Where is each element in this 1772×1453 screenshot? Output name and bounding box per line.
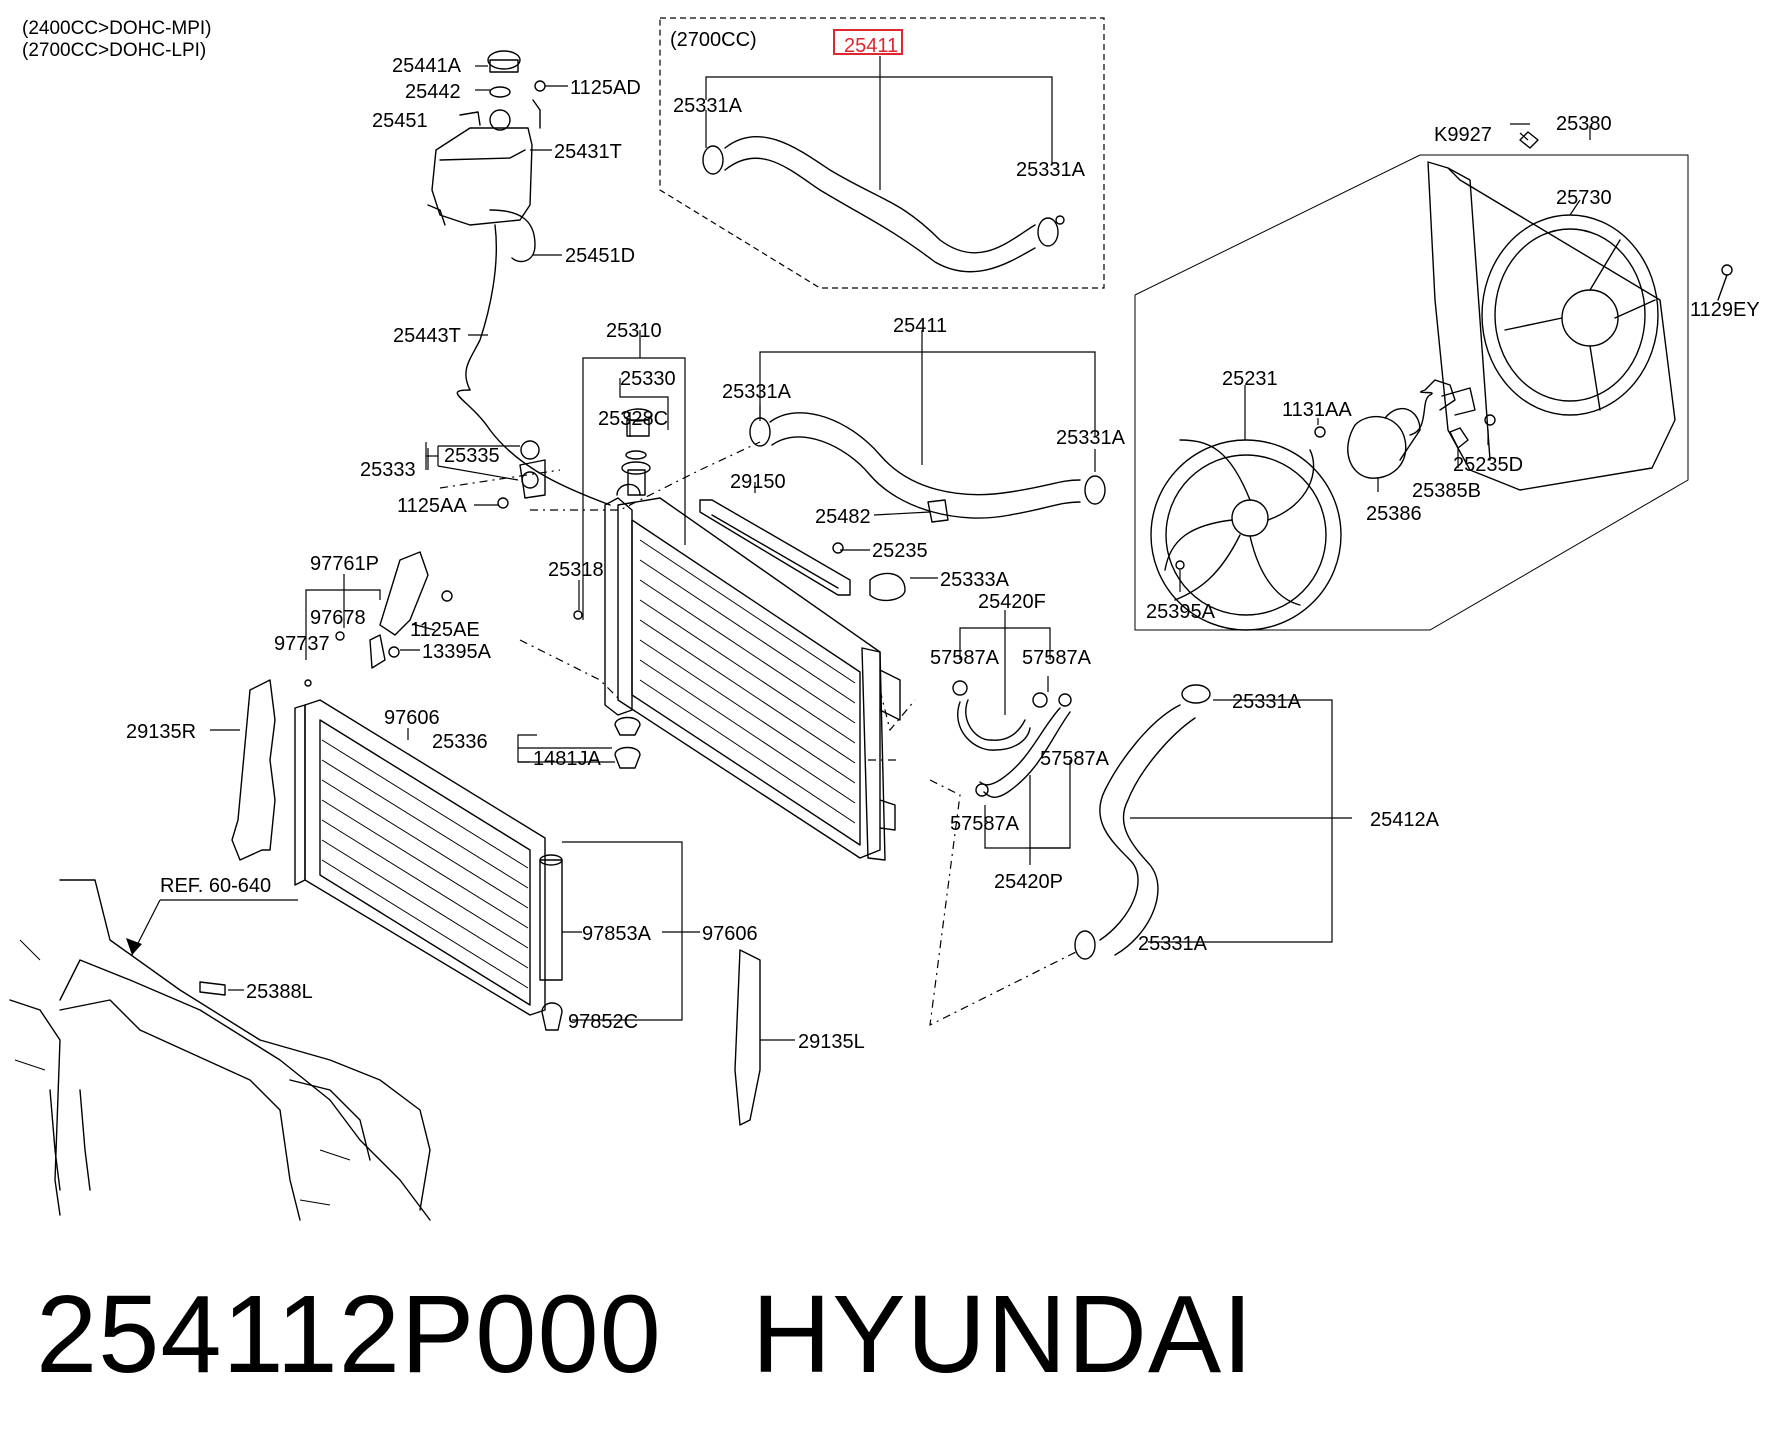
label-25442: 25442 [405, 81, 461, 103]
cooler-hoses: 25420F 57587A 57587A 57587A 57587A 25420… [930, 591, 1110, 893]
label-25412A: 25412A [1370, 809, 1440, 831]
radiator: 25310 25330 25328C 25411 25331A 25331A 2… [360, 315, 1126, 1027]
label-K9927: K9927 [1434, 124, 1492, 146]
label-57587A-3: 57587A [1040, 748, 1110, 770]
caption-brand: HYUNDAI [751, 1273, 1254, 1396]
label-97606-right: 97606 [702, 923, 758, 945]
label-97761P: 97761P [310, 553, 379, 575]
label-25385B: 25385B [1412, 480, 1481, 502]
label-25443T: 25443T [393, 325, 461, 347]
coolant-reservoir: 25441A 25442 1125AD 25451 25431T 25451D … [372, 50, 641, 506]
part-caption: 254112P000 HYUNDAI [36, 1270, 1254, 1400]
label-25380: 25380 [1556, 113, 1612, 135]
label-1125AD: 1125AD [570, 77, 641, 99]
label-29135R: 29135R [126, 721, 196, 743]
fan-shroud-assembly: K9927 25380 25730 1129EY 25231 1131AA 25… [1134, 113, 1760, 631]
label-97737: 97737 [274, 633, 330, 655]
highlight-box [833, 29, 903, 55]
label-25331A-upper-right: 25331A [1056, 427, 1126, 449]
label-25441A: 25441A [392, 55, 462, 77]
engine-note-2400: (2400CC>DOHC-MPI) [22, 18, 212, 39]
label-25420F: 25420F [978, 591, 1046, 613]
label-25331A-box-right: 25331A [1016, 159, 1086, 181]
label-25431T: 25431T [554, 141, 622, 163]
label-25395A: 25395A [1146, 601, 1216, 623]
label-25451: 25451 [372, 110, 428, 132]
label-1129EY: 1129EY [1690, 299, 1760, 321]
label-25331A-upper-left: 25331A [722, 381, 792, 403]
label-13395A: 13395A [422, 641, 492, 663]
label-97852C: 97852C [568, 1011, 638, 1033]
label-57587A-4: 57587A [950, 813, 1020, 835]
label-25482: 25482 [815, 506, 871, 528]
label-1131AA: 1131AA [1282, 399, 1352, 421]
label-ref-60-640[interactable]: REF. 60-640 [160, 875, 271, 897]
label-25335: 25335 [444, 445, 500, 467]
label-25331A-lower-bottom: 25331A [1138, 933, 1208, 955]
label-25333: 25333 [360, 459, 416, 481]
label-25451D: 25451D [565, 245, 635, 267]
label-25420P: 25420P [994, 871, 1063, 893]
label-25386: 25386 [1366, 503, 1422, 525]
engine-note-2700: (2700CC>DOHC-LPI) [22, 40, 206, 61]
label-29150: 29150 [730, 471, 786, 493]
caption-part-number: 254112P000 [36, 1273, 662, 1396]
condenser-bracket: 97761P 97678 1125AE 97737 13395A [274, 551, 492, 687]
label-1125AA: 1125AA [397, 495, 467, 517]
label-29135L: 29135L [798, 1031, 865, 1053]
variant-box-2700cc: (2700CC) 25411 25331A 25331A [659, 17, 1105, 289]
front-end-module: REF. 60-640 25388L [9, 875, 431, 1221]
lower-hose: 25331A 25412A 25331A [1074, 684, 1440, 960]
condenser: 97606 25336 1481JA 29135R 97853A 97606 9… [126, 679, 865, 1126]
label-25235: 25235 [872, 540, 928, 562]
label-25318: 25318 [548, 559, 604, 581]
label-97678: 97678 [310, 607, 366, 629]
label-25330: 25330 [620, 368, 676, 390]
label-25235D: 25235D [1453, 454, 1523, 476]
label-25336: 25336 [432, 731, 488, 753]
label-25730: 25730 [1556, 187, 1612, 209]
label-97606-top: 97606 [384, 707, 440, 729]
label-25331A-box-left: 25331A [673, 95, 743, 117]
label-1125AE: 1125AE [410, 619, 480, 641]
highlighted-part-label[interactable]: 25411 [844, 35, 898, 57]
label-25331A-lower-top: 25331A [1232, 691, 1302, 713]
label-1481JA: 1481JA [533, 748, 601, 770]
parts-diagram: (2400CC>DOHC-MPI) (2700CC>DOHC-LPI) (270… [9, 17, 1760, 1221]
label-25231: 25231 [1222, 368, 1278, 390]
label-25411[interactable]: 25411 [893, 315, 947, 337]
label-57587A-1: 57587A [930, 647, 1000, 669]
label-25328C: 25328C [598, 408, 668, 430]
label-57587A-2: 57587A [1022, 647, 1092, 669]
variant-box-label: (2700CC) [670, 29, 757, 51]
label-97853A: 97853A [582, 923, 652, 945]
label-25310: 25310 [606, 320, 662, 342]
label-25388L: 25388L [246, 981, 313, 1003]
label-25333A: 25333A [940, 569, 1010, 591]
